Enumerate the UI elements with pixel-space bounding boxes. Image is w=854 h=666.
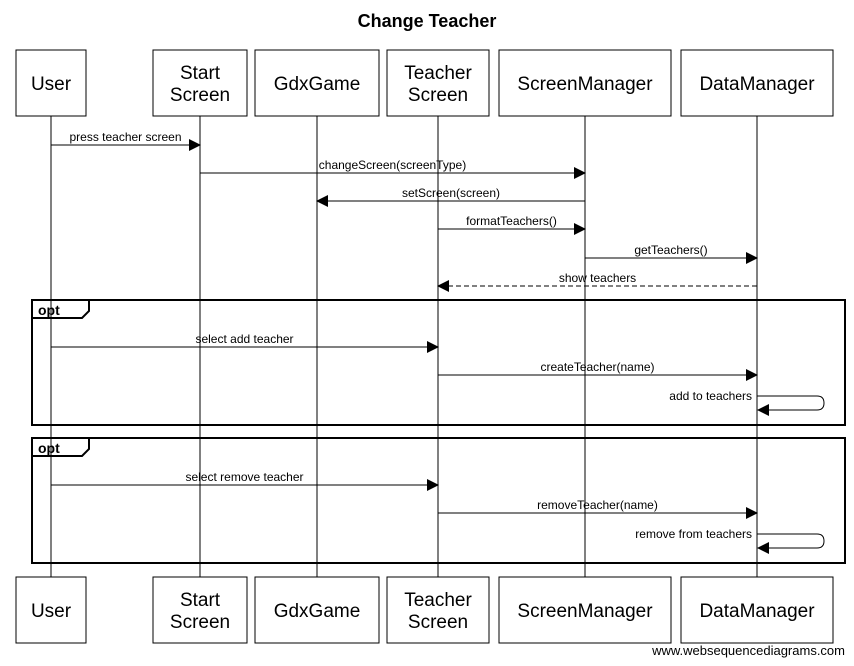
participant-box [254, 576, 380, 644]
participant-name: Start [180, 63, 221, 84]
message-label: remove from teachers [635, 527, 752, 541]
message-1: press teacher screen [51, 130, 201, 151]
participant-name: Teacher [404, 63, 472, 84]
message-10: select remove teacher [51, 470, 439, 491]
participant-screen-manager-bottom: ScreenManager [498, 576, 672, 644]
fragment-tag-tab [32, 438, 90, 457]
participant-box [680, 49, 834, 117]
participant-user-top: User [15, 49, 87, 117]
participant-box [152, 49, 248, 117]
participant-box [15, 576, 87, 644]
message-label: getTeachers() [634, 243, 707, 257]
participant-name: ScreenManager [517, 74, 653, 95]
participant-name: DataManager [699, 74, 815, 95]
participant-name: GdxGame [274, 74, 361, 95]
participant-gdxgame-bottom: GdxGame [254, 576, 380, 644]
message-11: removeTeacher(name) [438, 498, 758, 519]
messages: press teacher screen changeScreen(screenT… [51, 130, 825, 554]
fragment-tag: opt [38, 440, 60, 456]
message-label: show teachers [559, 271, 636, 285]
participant-box [498, 576, 672, 644]
participant-screen-manager-top: ScreenManager [498, 49, 672, 117]
fragments: opt opt [31, 299, 846, 564]
fragment-tag: opt [38, 302, 60, 318]
participant-box [152, 576, 248, 644]
message-label: setScreen(screen) [402, 186, 500, 200]
fragment-tag-tab [32, 300, 90, 319]
fragment-opt-1: opt [31, 299, 846, 426]
participant-name: ScreenManager [517, 601, 653, 622]
participant-box [386, 576, 490, 644]
message-label: removeTeacher(name) [537, 498, 658, 512]
message-7: select add teacher [51, 332, 439, 353]
fragment-opt-2: opt [31, 437, 846, 564]
fragment-frame [31, 299, 846, 426]
participant-box [15, 49, 87, 117]
participant-user-bottom: User [15, 576, 87, 644]
message-label: press teacher screen [69, 130, 181, 144]
participant-data-manager-bottom: DataManager [680, 576, 834, 644]
message-label: changeScreen(screenType) [319, 158, 466, 172]
participant-name: GdxGame [274, 601, 361, 622]
message-label: createTeacher(name) [540, 360, 654, 374]
message-label: add to teachers [669, 389, 752, 403]
participant-data-manager-top: DataManager [680, 49, 834, 117]
message-4: formatTeachers() [438, 214, 586, 235]
participant-name: Screen [170, 85, 230, 106]
message-3: setScreen(screen) [316, 186, 585, 207]
participant-name: Screen [408, 612, 468, 633]
message-label: select remove teacher [185, 470, 303, 484]
message-12: remove from teachers [635, 527, 825, 554]
message-label: select add teacher [195, 332, 293, 346]
message-label: formatTeachers() [466, 214, 557, 228]
message-5: getTeachers() [585, 243, 758, 264]
participant-name: Screen [170, 612, 230, 633]
message-2: changeScreen(screenType) [200, 158, 586, 179]
participants: UserStartScreenGdxGameTeacherScreenScree… [15, 49, 834, 644]
participant-name: Start [180, 590, 221, 611]
participant-name: User [31, 74, 72, 95]
message-6: show teachers [437, 271, 757, 292]
participant-name: DataManager [699, 601, 815, 622]
participant-name: Teacher [404, 590, 472, 611]
self-message-arrow [757, 395, 825, 416]
diagram-title: Change Teacher [358, 11, 497, 31]
participant-box [498, 49, 672, 117]
self-message-arrow [757, 533, 825, 554]
participant-box [254, 49, 380, 117]
participant-box [680, 576, 834, 644]
participant-name: User [31, 601, 72, 622]
message-9: add to teachers [669, 389, 825, 416]
watermark: www.websequencediagrams.com [651, 643, 845, 658]
participant-name: Screen [408, 85, 468, 106]
participant-gdxgame-top: GdxGame [254, 49, 380, 117]
message-8: createTeacher(name) [438, 360, 758, 381]
participant-box [386, 49, 490, 117]
fragment-frame [31, 437, 846, 564]
